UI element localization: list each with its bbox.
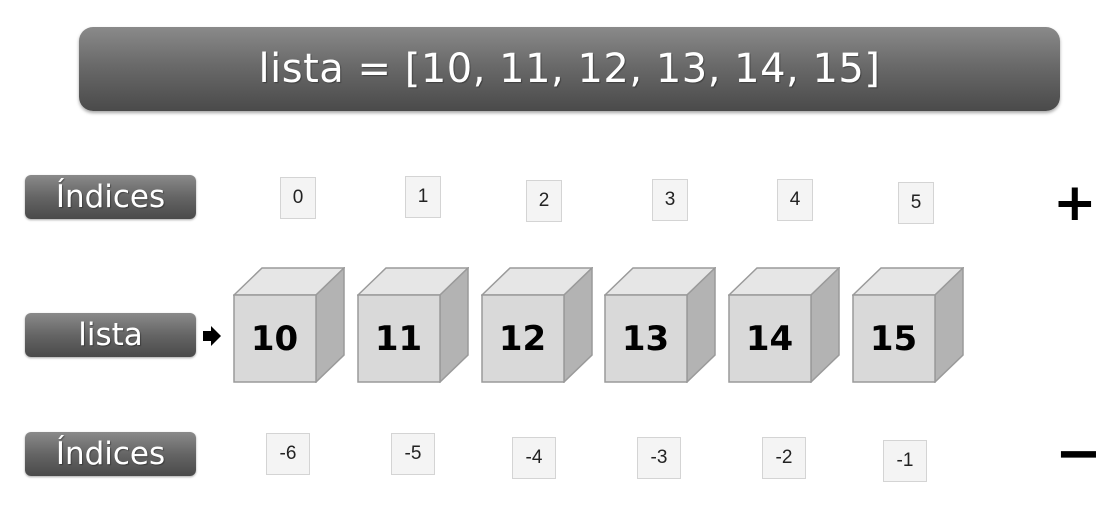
negative-index-2: -2 — [762, 437, 806, 479]
cube-value: 12 — [498, 319, 547, 359]
indices-positive-label: Índices — [25, 175, 196, 219]
positive-index-3: 3 — [652, 179, 688, 221]
list-item-cube-4: 14 — [728, 267, 840, 383]
plus-sign: + — [1053, 173, 1097, 233]
lista-label: lista — [25, 313, 196, 357]
cube-value: 13 — [621, 319, 670, 359]
list-item-cube-2: 12 — [481, 267, 593, 383]
positive-index-4: 4 — [777, 179, 813, 221]
negative-index-1: -1 — [883, 440, 927, 482]
positive-index-0: 0 — [280, 177, 316, 219]
list-item-cube-1: 11 — [357, 267, 469, 383]
cube-value: 14 — [745, 319, 794, 359]
cube-value: 11 — [374, 319, 423, 359]
positive-index-2: 2 — [526, 180, 562, 222]
negative-index-4: -4 — [512, 437, 556, 479]
title-text: lista = [10, 11, 12, 13, 14, 15] — [258, 46, 881, 92]
indices-positive-label-text: Índices — [55, 179, 166, 215]
list-item-cube-0: 10 — [233, 267, 345, 383]
indices-negative-label: Índices — [25, 432, 196, 476]
positive-index-5: 5 — [898, 182, 934, 224]
negative-index-5: -5 — [391, 433, 435, 475]
positive-index-1: 1 — [405, 176, 441, 218]
indices-negative-label-text: Índices — [55, 436, 166, 472]
cube-value: 15 — [869, 319, 918, 359]
title-banner: lista = [10, 11, 12, 13, 14, 15] — [79, 27, 1060, 111]
minus-sign: − — [1055, 421, 1102, 486]
list-item-cube-5: 15 — [852, 267, 964, 383]
negative-index-6: -6 — [266, 433, 310, 475]
lista-label-text: lista — [78, 317, 143, 353]
cube-value: 10 — [250, 319, 299, 359]
negative-index-3: -3 — [637, 437, 681, 479]
arrow-right-icon — [202, 325, 222, 347]
list-item-cube-3: 13 — [604, 267, 716, 383]
